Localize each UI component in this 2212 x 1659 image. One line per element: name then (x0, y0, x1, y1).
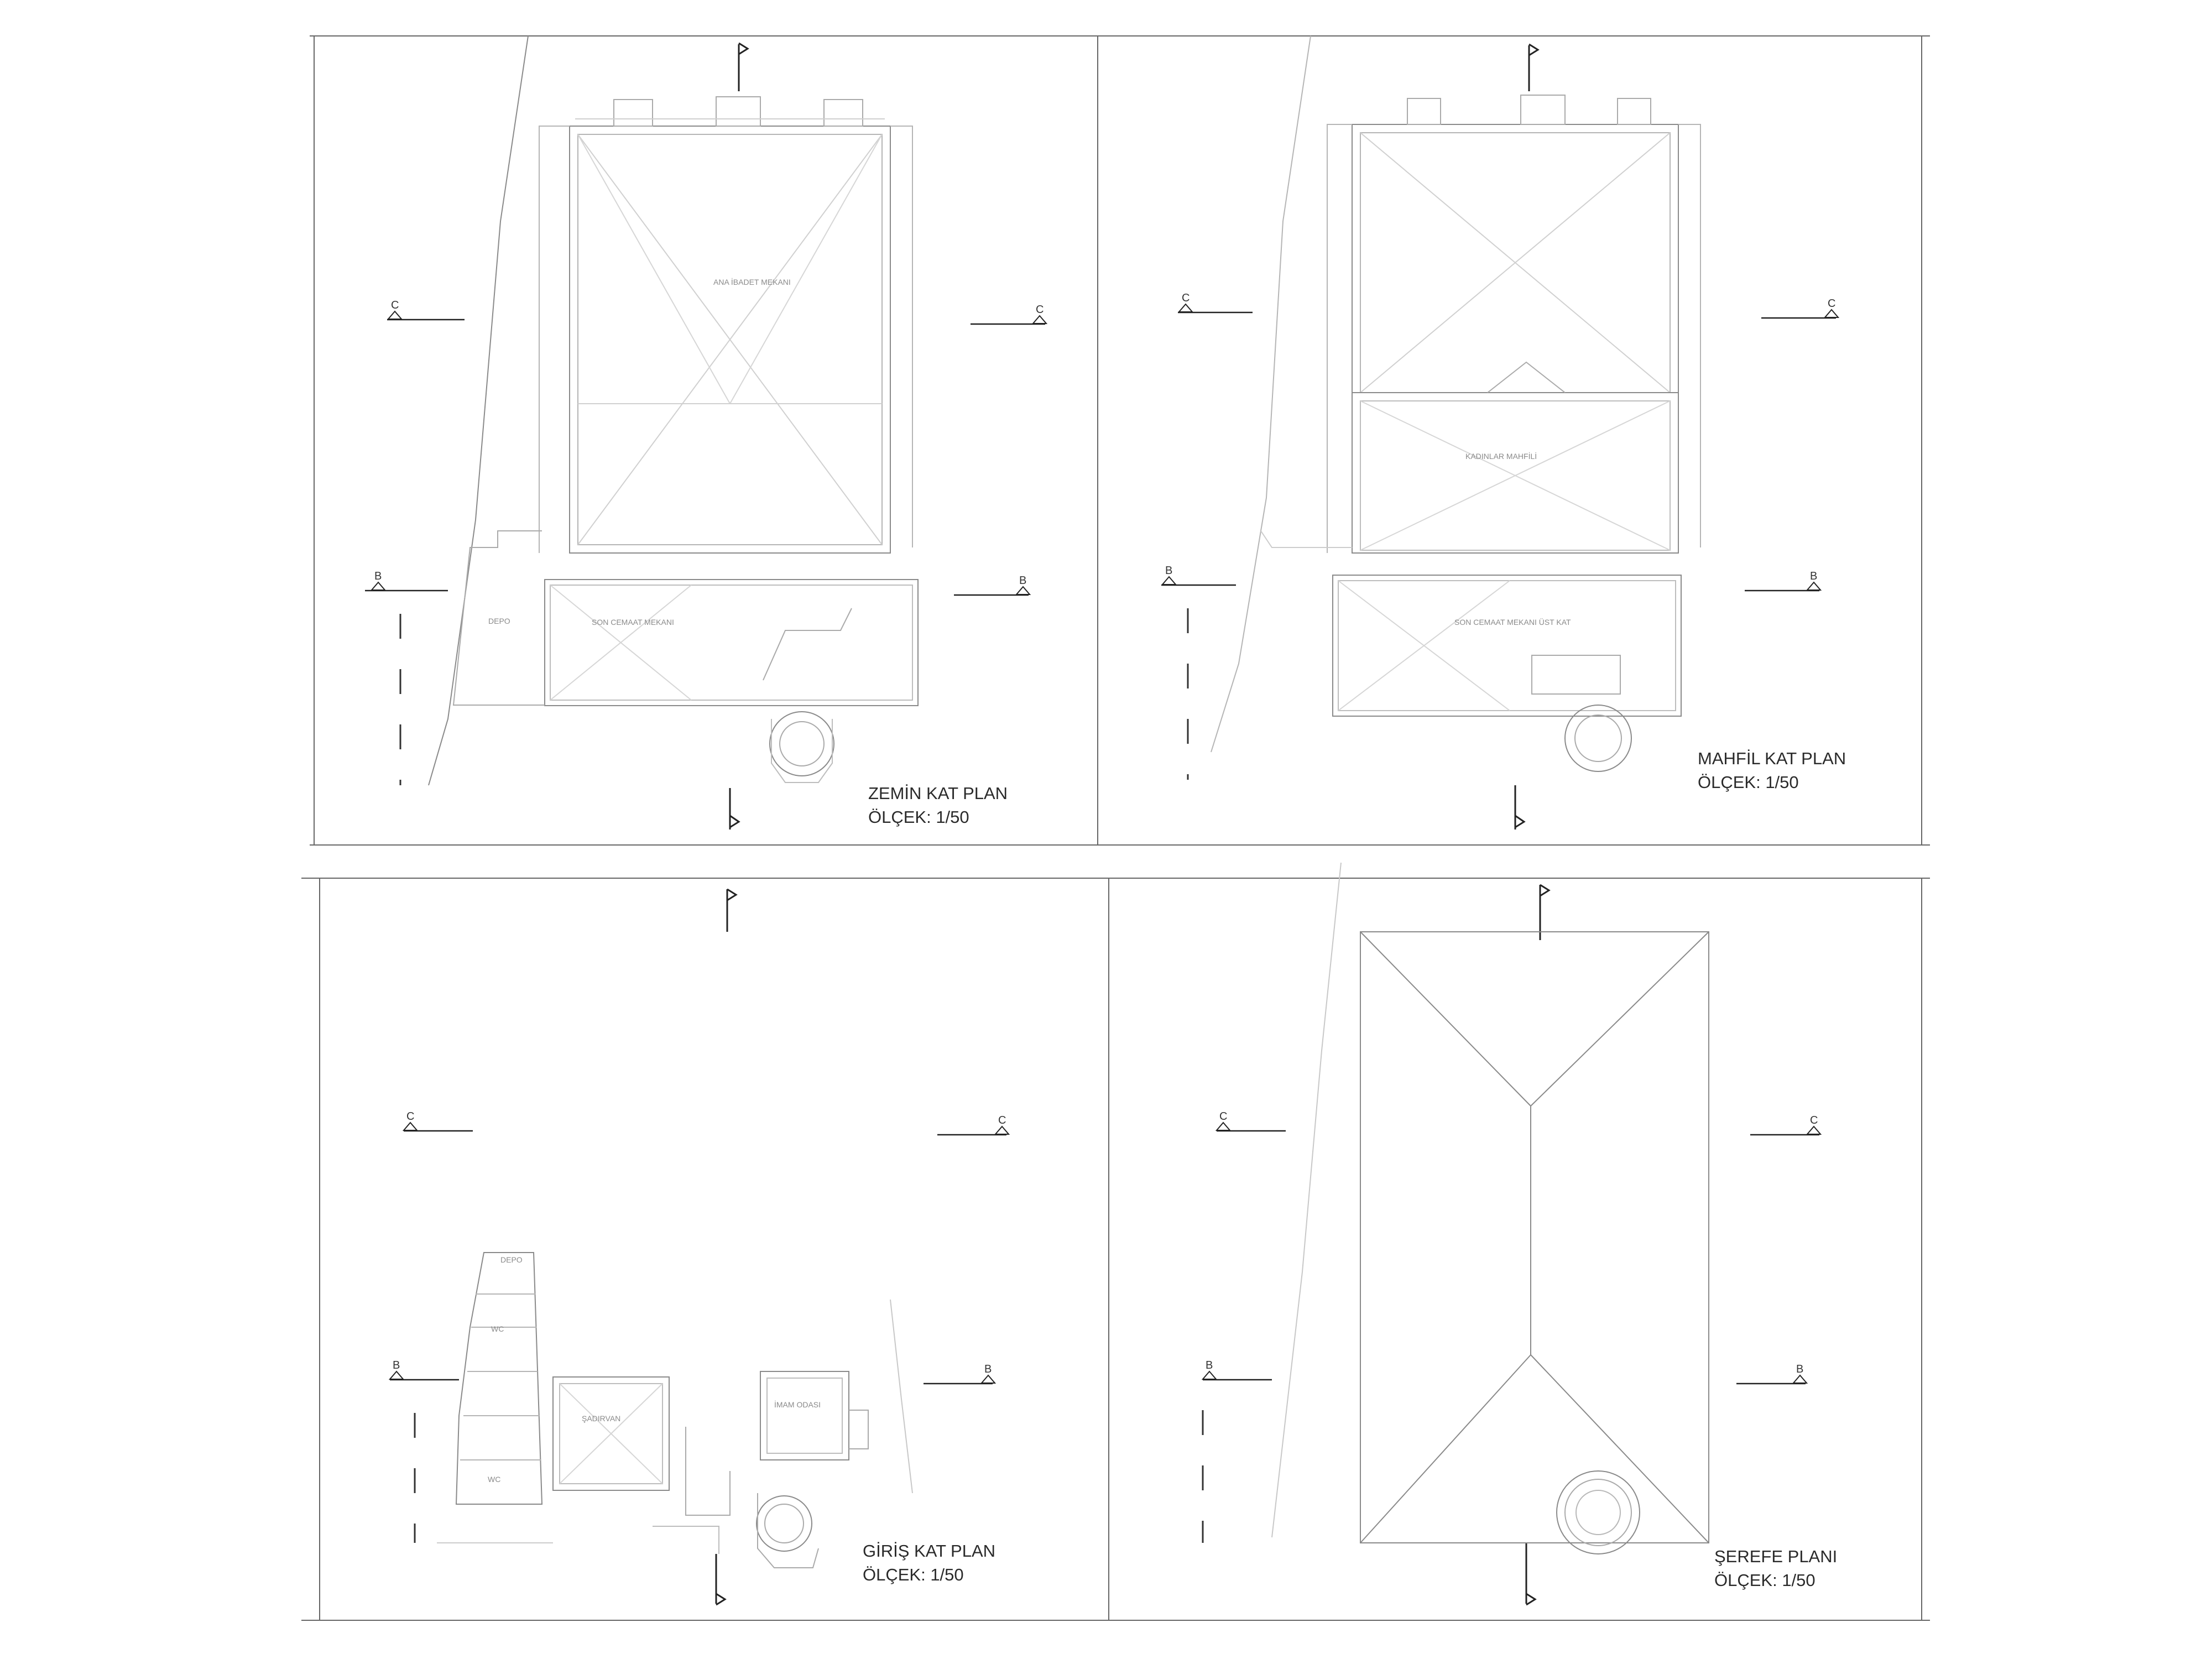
section-mark-c: C (406, 1110, 414, 1123)
dashed-traces (399, 608, 1204, 1543)
plan-scale: ÖLÇEK: 1/50 (863, 1565, 964, 1584)
section-mark-c: C (1219, 1110, 1227, 1123)
ground-floor-plan (428, 35, 919, 786)
plan-title: ŞEREFE PLANI (1714, 1547, 1837, 1566)
plan-scale: ÖLÇEK: 1/50 (1698, 773, 1799, 792)
room-label: ŞADIRVAN (582, 1414, 620, 1423)
section-mark-b: B (984, 1363, 992, 1375)
balcony-roof-plan (1271, 862, 1709, 1554)
room-label: İMAM ODASI (774, 1400, 821, 1409)
section-mark-c: C (1810, 1114, 1818, 1126)
gallery-floor-plan (1211, 35, 1701, 772)
room-label: ANA İBADET MEKANI (713, 277, 791, 286)
room-label: WC (491, 1324, 504, 1333)
plan-title: MAHFİL KAT PLAN (1698, 749, 1846, 768)
section-mark-c: C (1182, 292, 1190, 304)
room-label: WC (488, 1475, 500, 1484)
frame-lines (301, 35, 1930, 1621)
section-mark-b: B (1796, 1363, 1803, 1375)
plan-scale: ÖLÇEK: 1/50 (1714, 1571, 1815, 1590)
section-mark-c: C (391, 299, 399, 311)
section-mark-b: B (1206, 1359, 1213, 1371)
room-label: DEPO (488, 617, 510, 625)
section-mark-c: C (1036, 304, 1044, 316)
section-mark-b: B (1165, 565, 1172, 577)
plan-title: ZEMİN KAT PLAN (868, 784, 1008, 803)
section-mark-b: B (1810, 570, 1817, 582)
section-triangle-icons (370, 303, 1840, 1384)
room-label: SON CEMAAT MEKANI ÜST KAT (1454, 617, 1571, 627)
section-mark-b: B (1019, 575, 1026, 587)
section-mark-c: C (998, 1114, 1006, 1126)
room-label: SON CEMAAT MEKANI (592, 618, 674, 627)
section-mark-b: B (374, 570, 382, 582)
plan-scale: ÖLÇEK: 1/50 (868, 807, 969, 827)
section-mark-b: B (393, 1359, 400, 1371)
section-lines (365, 311, 1836, 1385)
section-mark-c: C (1828, 298, 1835, 310)
north-arrow-icon (715, 42, 1551, 1606)
room-label: KADINLAR MAHFİLİ (1465, 451, 1537, 461)
room-label: DEPO (500, 1255, 523, 1264)
entrance-floor-plan (437, 1252, 913, 1568)
plan-title: GİRİŞ KAT PLAN (863, 1541, 995, 1561)
